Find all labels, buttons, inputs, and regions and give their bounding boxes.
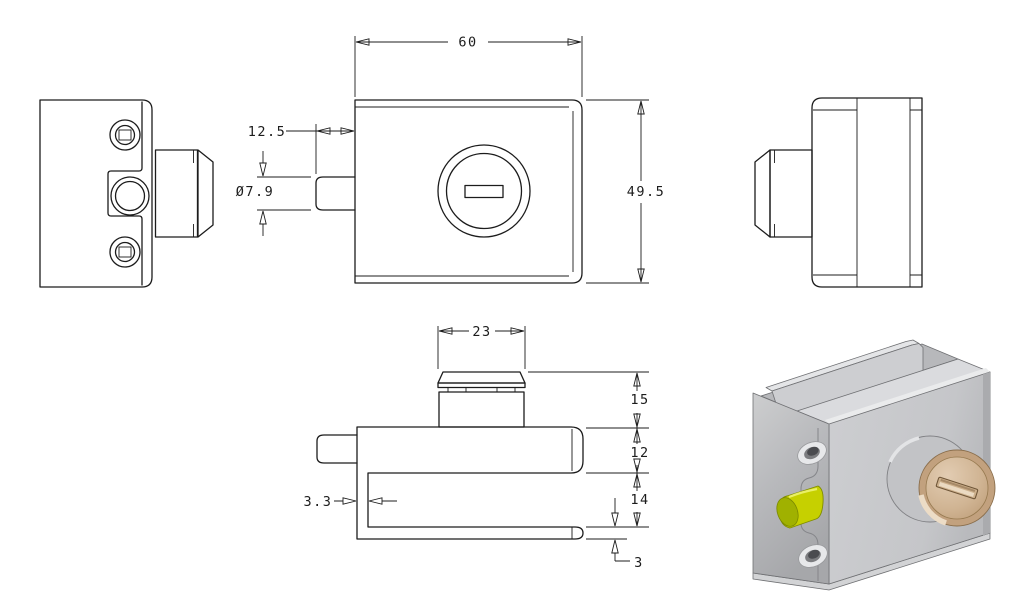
dim-text-12: 12 — [630, 445, 649, 461]
pin-highlight — [788, 487, 818, 499]
front-view-pin — [315, 176, 356, 211]
dim-text-23: 23 — [472, 324, 491, 340]
render-3d — [752, 339, 996, 591]
dim-stack-right: 15 12 14 3 — [528, 371, 649, 571]
render-cylinder — [886, 435, 996, 527]
left-side-view — [39, 99, 214, 288]
dim-text-15: 15 — [630, 392, 649, 408]
dim-text-12-5: 12.5 — [248, 124, 287, 140]
right-view-cylinder-body — [769, 149, 813, 238]
dim-front-height: 49.5 — [586, 99, 666, 284]
top-view: 23 15 12 14 3 3.3 — [304, 324, 649, 571]
dim-text-7-9: Ø7.9 — [236, 184, 275, 200]
screw-hole-bottom — [109, 236, 141, 268]
render-latch-pin — [776, 485, 824, 529]
render-notch-contour — [800, 428, 819, 581]
dim-3-leader — [614, 498, 630, 562]
lock-cylinder-front — [437, 144, 531, 238]
top-view-pin — [316, 434, 358, 464]
render-hole-bottom — [798, 544, 828, 568]
right-view-cylinder-cap — [754, 149, 771, 238]
render-left-face — [752, 392, 830, 585]
left-view-plate — [39, 99, 153, 288]
dim-pin-length: 12.5 — [248, 124, 355, 174]
key-slot — [464, 184, 504, 199]
left-view-cylinder-body — [154, 149, 199, 238]
front-view-chamfer-lines — [355, 106, 574, 277]
dim-text-3-3: 3.3 — [304, 494, 333, 510]
dim-cyl-width: 23 — [437, 324, 526, 369]
top-view-cylinder — [437, 371, 526, 428]
pin-hole — [110, 176, 150, 216]
dim-wall-thickness: 3.3 — [304, 494, 397, 510]
dim-text-60: 60 — [458, 35, 477, 51]
top-view-channel — [356, 426, 584, 540]
ring-highlight — [918, 494, 948, 526]
render-top-chamfer — [825, 368, 990, 424]
render-key-slot — [935, 476, 979, 500]
dim-pin-diameter: Ø7.9 — [236, 151, 311, 236]
left-view-cylinder-cap — [197, 149, 214, 238]
left-view-notch — [107, 101, 143, 286]
dim-front-width: 60 — [354, 35, 583, 97]
dim-text-49-5: 49.5 — [627, 184, 666, 200]
right-view-inner-lines — [813, 98, 922, 287]
barrel-highlight — [888, 436, 920, 463]
dim-text-14: 14 — [630, 492, 649, 508]
dim-text-3: 3 — [634, 555, 644, 571]
right-view-plate — [811, 97, 923, 288]
pin-face — [776, 497, 799, 527]
right-side-view — [754, 97, 923, 288]
front-view-body — [354, 99, 583, 284]
front-view: 60 49.5 12.5 Ø7.9 — [236, 35, 666, 284]
screw-hole-top — [109, 119, 141, 151]
render-hole-top — [797, 441, 827, 465]
